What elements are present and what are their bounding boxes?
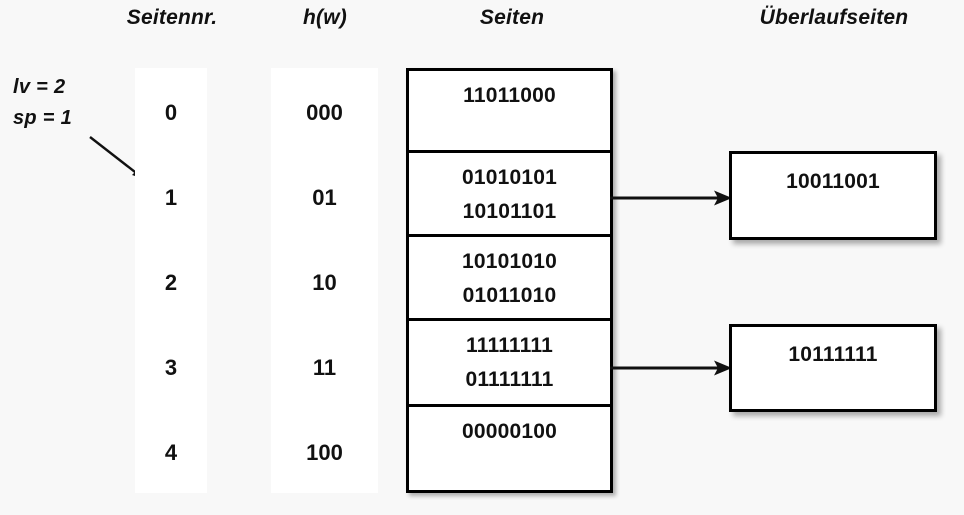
parameter-sp: sp = 1 <box>13 107 73 129</box>
overflow-connector-arrow-1-icon <box>610 190 732 206</box>
seitennr-value-2: 2 <box>164 270 178 295</box>
column-header-hw: h(w) <box>303 6 347 29</box>
seiten-page-4: 00000100 <box>409 407 610 490</box>
seitennr-value-0: 0 <box>164 100 178 125</box>
seiten-page-0-record-0: 11011000 <box>463 84 556 107</box>
seitennr-value-4: 4 <box>164 440 178 465</box>
hw-value-1: 01 <box>312 185 337 210</box>
column-header-ueberlaufseiten: Überlaufseiten <box>759 6 909 29</box>
seiten-table: 11011000 01010101 10101101 10101010 0101… <box>406 68 613 493</box>
hw-value-0: 000 <box>306 100 343 125</box>
hw-value-4: 100 <box>306 440 343 465</box>
seiten-page-2-record-0: 10101010 <box>461 250 558 273</box>
seiten-page-3-record-1: 01111111 <box>465 368 554 391</box>
overflow-connector-arrow-2-icon <box>610 360 732 376</box>
hw-column-panel <box>271 68 378 493</box>
seitennr-value-1: 1 <box>164 185 178 210</box>
seitennr-value-3: 3 <box>164 355 178 380</box>
overflow-page-2-record: 10111111 <box>788 343 878 366</box>
parameter-annotation: lv = 2 sp = 1 <box>13 72 72 134</box>
column-header-seitennr: Seitennr. <box>126 6 218 29</box>
seiten-page-3-record-0: 11111111 <box>466 334 553 357</box>
seiten-page-3: 11111111 01111111 <box>409 321 610 407</box>
seiten-page-2: 10101010 01011010 <box>409 237 610 321</box>
seitennr-column-panel <box>135 68 207 493</box>
overflow-page-1-record: 10011001 <box>786 170 880 193</box>
hw-value-3: 11 <box>312 355 337 380</box>
seiten-page-0: 11011000 <box>409 71 610 153</box>
column-header-seiten: Seiten <box>479 6 545 29</box>
overflow-page-1: 10011001 <box>729 151 937 240</box>
overflow-page-2: 10111111 <box>729 324 937 412</box>
seiten-page-1-record-1: 10101101 <box>462 200 557 223</box>
parameter-lv: lv = 2 <box>13 76 66 98</box>
seiten-page-1: 01010101 10101101 <box>409 153 610 237</box>
seiten-page-4-record-0: 00000100 <box>461 420 558 443</box>
seiten-page-1-record-0: 01010101 <box>461 166 558 189</box>
seiten-page-2-record-1: 01011010 <box>462 284 557 307</box>
hw-value-2: 10 <box>312 270 337 295</box>
